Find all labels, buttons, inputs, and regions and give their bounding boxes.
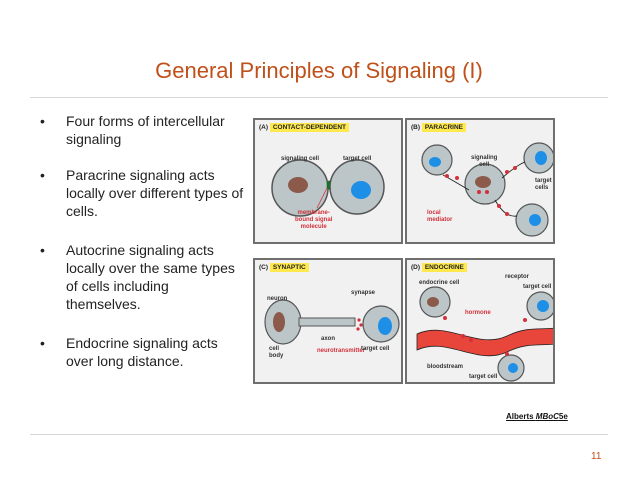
page-number: 11 <box>591 451 602 462</box>
synaptic-diagram <box>264 299 400 345</box>
label-membrane-molecule: membrane- bound signal molecule <box>295 210 333 230</box>
label-target-cell: target cell <box>361 346 390 352</box>
label-cell-body: cell body <box>269 346 284 359</box>
label-signaling-cell: signaling cell <box>281 156 320 162</box>
label-receptor: receptor <box>505 274 530 280</box>
label-local-mediator: local mediator <box>427 210 453 223</box>
bullet-item: •Paracrine signaling acts locally over d… <box>40 167 244 219</box>
panel-d-tag: (D) ENDOCRINE <box>411 263 467 272</box>
nucleus-icon <box>288 177 308 193</box>
receptor-icon <box>326 180 331 190</box>
bullet-dot-icon: • <box>40 113 45 129</box>
contact-dependent-diagram <box>271 159 385 217</box>
bullet-dot-icon: • <box>40 335 45 351</box>
title-divider <box>30 97 608 98</box>
label-target-cell-bottom: target cell <box>469 374 498 380</box>
panel-synaptic: (C) SYNAPTIC neuron synapse axon cell bo… <box>253 258 403 384</box>
bullet-item: •Four forms of intercellular signaling <box>40 113 225 147</box>
label-neuron: neuron <box>267 296 288 302</box>
footer-divider <box>30 434 608 435</box>
panel-a-tag: (A) CONTACT-DEPENDENT <box>259 123 350 132</box>
endocrine-diagram <box>416 286 553 382</box>
bullet-dot-icon: • <box>40 167 45 183</box>
target-nucleus-icon <box>351 181 371 199</box>
label-synapse: synapse <box>351 290 376 296</box>
panel-endocrine: (D) ENDOCRINE endocrine cell receptor ta… <box>405 258 555 384</box>
bloodstream-icon <box>416 327 553 357</box>
bullet-dot-icon: • <box>40 242 45 258</box>
label-hormone: hormone <box>465 310 491 316</box>
paracrine-diagram <box>421 142 553 237</box>
label-target-cell-top: target cell <box>523 284 552 290</box>
label-target-cells: target cells <box>535 178 552 191</box>
label-neurotransmitter: neurotransmitter <box>317 348 366 354</box>
panel-b-tag: (B) PARACRINE <box>411 123 467 132</box>
bullet-item: •Autocrine signaling acts locally over t… <box>40 242 235 312</box>
label-endocrine-cell: endocrine cell <box>419 280 460 286</box>
panel-paracrine: (B) PARACRINE signaling cell target cell… <box>405 118 555 244</box>
bullet-list: •Four forms of intercellular signaling •… <box>40 112 245 370</box>
slide-title: General Principles of Signaling (I) <box>155 58 483 83</box>
panel-c-tag: (C) SYNAPTIC <box>259 263 309 272</box>
panel-contact-dependent: (A) CONTACT-DEPENDENT signaling cell tar… <box>253 118 403 244</box>
label-signaling-cell: signaling cell <box>471 155 498 168</box>
citation: Alberts MBoC5e <box>506 412 568 421</box>
bullet-item: •Endocrine signaling acts over long dist… <box>40 335 218 369</box>
label-axon: axon <box>321 336 336 342</box>
label-bloodstream: bloodstream <box>427 364 464 370</box>
label-target-cell: target cell <box>343 156 372 162</box>
